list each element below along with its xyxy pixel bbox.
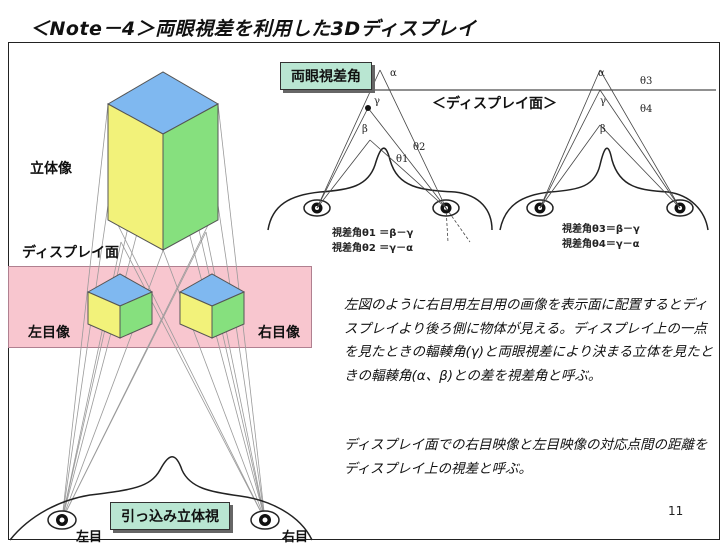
- display-plane-band: [8, 266, 312, 348]
- label-theta2: θ2: [413, 142, 425, 153]
- head-outline-left: [9, 456, 313, 541]
- left-image-label: 左目像: [28, 325, 70, 341]
- page-number: 11: [668, 504, 684, 518]
- parallax-angle-label: 両眼視差角: [280, 62, 372, 90]
- recessed-stereo-label: 引っ込み立体視: [110, 502, 230, 530]
- label-beta-1: β: [362, 124, 368, 135]
- right-image-label: 右目像: [258, 325, 300, 341]
- head-outline-1: [267, 147, 493, 231]
- label-theta4: θ4: [640, 104, 652, 115]
- label-theta1: θ1: [396, 154, 408, 165]
- formula-theta4: 視差角θ4＝γ－α: [562, 239, 640, 250]
- formula-group-2: 視差角θ3＝β－γ 視差角θ4＝γ－α: [562, 222, 640, 252]
- gaze-point-1: [365, 105, 371, 111]
- head-outline-2: [499, 147, 709, 231]
- label-gamma-1: γ: [374, 96, 380, 107]
- label-theta3: θ3: [640, 76, 652, 87]
- display-plane-label: ディスプレイ面: [22, 245, 120, 261]
- display-plane-title: ＜ディスプレイ面＞: [432, 96, 558, 112]
- left-eye-label: 左目: [76, 530, 103, 545]
- formula-group-1: 視差角θ1 ＝β－γ 視差角θ2 ＝γ－α: [332, 226, 413, 256]
- left-eye-icon: [47, 510, 77, 530]
- label-alpha-2: α: [598, 68, 605, 79]
- label-beta-2: β: [600, 124, 606, 135]
- description-paragraph-1: 左図のように右目用左目用の画像を表示面に配置するとディスプレイより後ろ側に物体が…: [344, 297, 714, 384]
- left-image-cube: [86, 273, 154, 339]
- formula-theta2: 視差角θ2 ＝γ－α: [332, 243, 413, 254]
- convergence-lines-1: [316, 69, 471, 243]
- convergence-lines-2: [539, 69, 681, 209]
- description-paragraph-2: ディスプレイ面での右目映像と左目映像の対応点間の距離をディスプレイ上の視差と呼ぶ…: [344, 437, 708, 477]
- formula-theta1: 視差角θ1 ＝β－γ: [332, 228, 414, 239]
- label-gamma-2: γ: [600, 96, 606, 107]
- right-image-cube: [178, 273, 246, 339]
- page-title: ＜Note－4＞両眼視差を利用した3Dディスプレイ: [30, 18, 477, 40]
- formula-theta3: 視差角θ3＝β－γ: [562, 224, 640, 235]
- right-eye-label: 右目: [282, 530, 309, 545]
- stereo-cube: [106, 71, 220, 251]
- stereo-image-label: 立体像: [30, 161, 72, 177]
- label-alpha-1: α: [390, 68, 397, 79]
- right-eye-icon: [250, 510, 280, 530]
